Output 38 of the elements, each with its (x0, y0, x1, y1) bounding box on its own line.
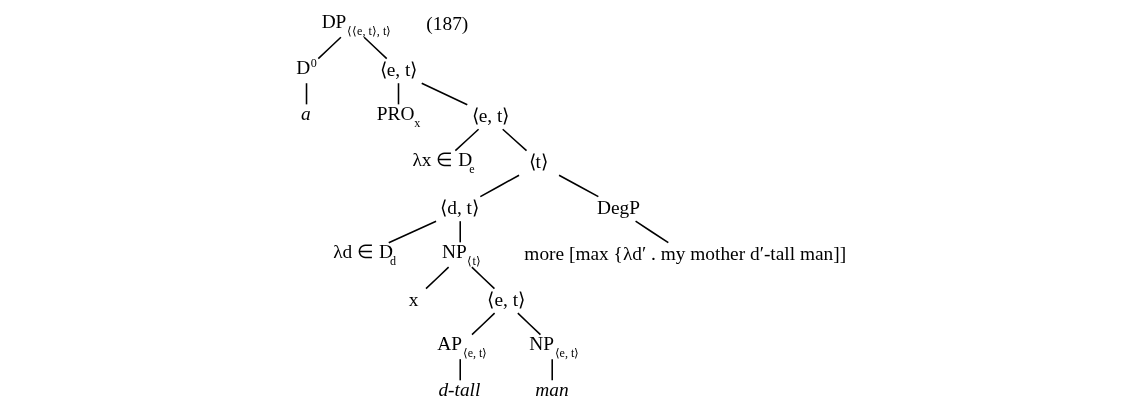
node-text: more [max {λd′ . my mother d′-tall man]] (523, 242, 846, 264)
connector (397, 82, 399, 106)
node-text: ⟨t⟩ (528, 150, 548, 172)
label: (187) (425, 12, 468, 34)
node-text: ⟨e, t⟩ (471, 104, 509, 126)
node-text: ⟨e, t⟩ (379, 58, 417, 80)
connector (387, 220, 437, 244)
node-text: man (534, 379, 569, 401)
connector (420, 82, 468, 106)
connector (424, 266, 449, 290)
node-text: PRO$_{x}$ (376, 103, 420, 131)
node-text: NP$_{⟨e, t⟩}$ (528, 333, 579, 361)
connector (362, 36, 388, 60)
node-text: ⟨e, t⟩ (486, 288, 525, 310)
connector (454, 128, 479, 152)
connector (305, 82, 307, 106)
connector (501, 128, 527, 152)
node-text: NP$_{⟨t⟩}$ (441, 241, 481, 269)
connector (557, 174, 599, 198)
connector (317, 36, 342, 60)
connector (458, 358, 461, 382)
node-text: λd ∈ D$_{d}$ (332, 241, 396, 269)
node-text: D$^{0}$ (295, 56, 317, 79)
node-text: d-tall (437, 379, 480, 401)
connector (470, 266, 495, 290)
connector (516, 312, 541, 336)
connector (634, 220, 669, 244)
node-text: x (408, 288, 418, 310)
connector (550, 358, 553, 382)
node-text: AP$_{⟨e, t⟩}$ (436, 333, 487, 361)
node-text: λx ∈ D$_{e}$ (411, 149, 475, 177)
node-text: DP$_{⟨⟨e, t⟩, t⟩}$ (321, 11, 391, 39)
node-text: DegP (596, 196, 640, 218)
connector (458, 220, 461, 244)
connector (470, 312, 495, 336)
connector (479, 174, 520, 198)
node-text: ⟨d, t⟩ (439, 196, 479, 218)
node-text: a (300, 103, 311, 125)
